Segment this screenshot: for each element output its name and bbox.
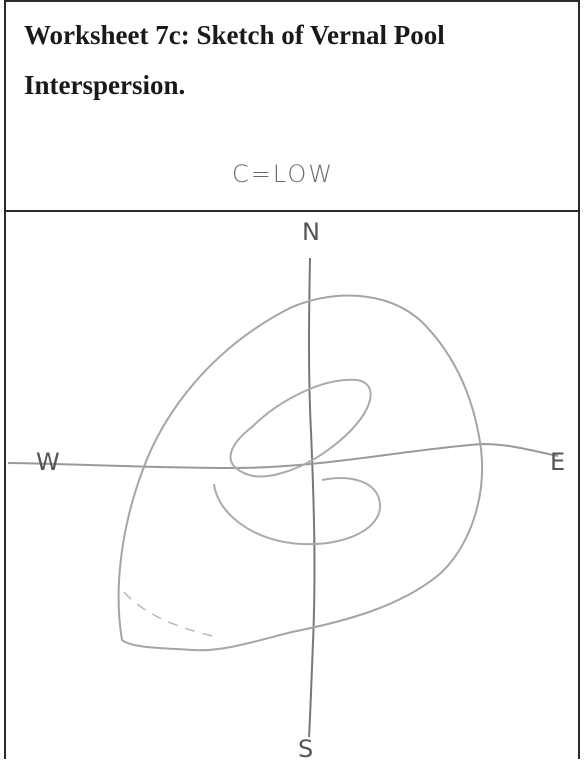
compass-west: W xyxy=(36,448,60,476)
compass-south: S xyxy=(298,735,313,761)
header-cell: Worksheet 7c: Sketch of Vernal Pool Inte… xyxy=(6,2,578,212)
north-south-axis xyxy=(309,258,314,737)
title-line-1: Worksheet 7c: Sketch of Vernal Pool xyxy=(24,10,564,60)
sketch-cell: N S E W xyxy=(6,212,578,761)
west-east-axis xyxy=(8,444,558,468)
outer-pool-outline xyxy=(119,296,482,651)
title-line-2: Interspersion. xyxy=(24,60,564,110)
inner-pool-lower-outline xyxy=(214,478,380,544)
compass-north: N xyxy=(302,218,320,246)
sketch-drawing: N S E W xyxy=(2,212,584,761)
outer-pool-echo xyxy=(124,592,217,637)
compass-east: E xyxy=(550,448,565,476)
inner-pool-outline xyxy=(231,380,371,477)
worksheet-title: Worksheet 7c: Sketch of Vernal Pool Inte… xyxy=(24,10,564,110)
handwritten-note: C=LOW xyxy=(232,160,334,188)
worksheet-table: Worksheet 7c: Sketch of Vernal Pool Inte… xyxy=(4,0,580,759)
